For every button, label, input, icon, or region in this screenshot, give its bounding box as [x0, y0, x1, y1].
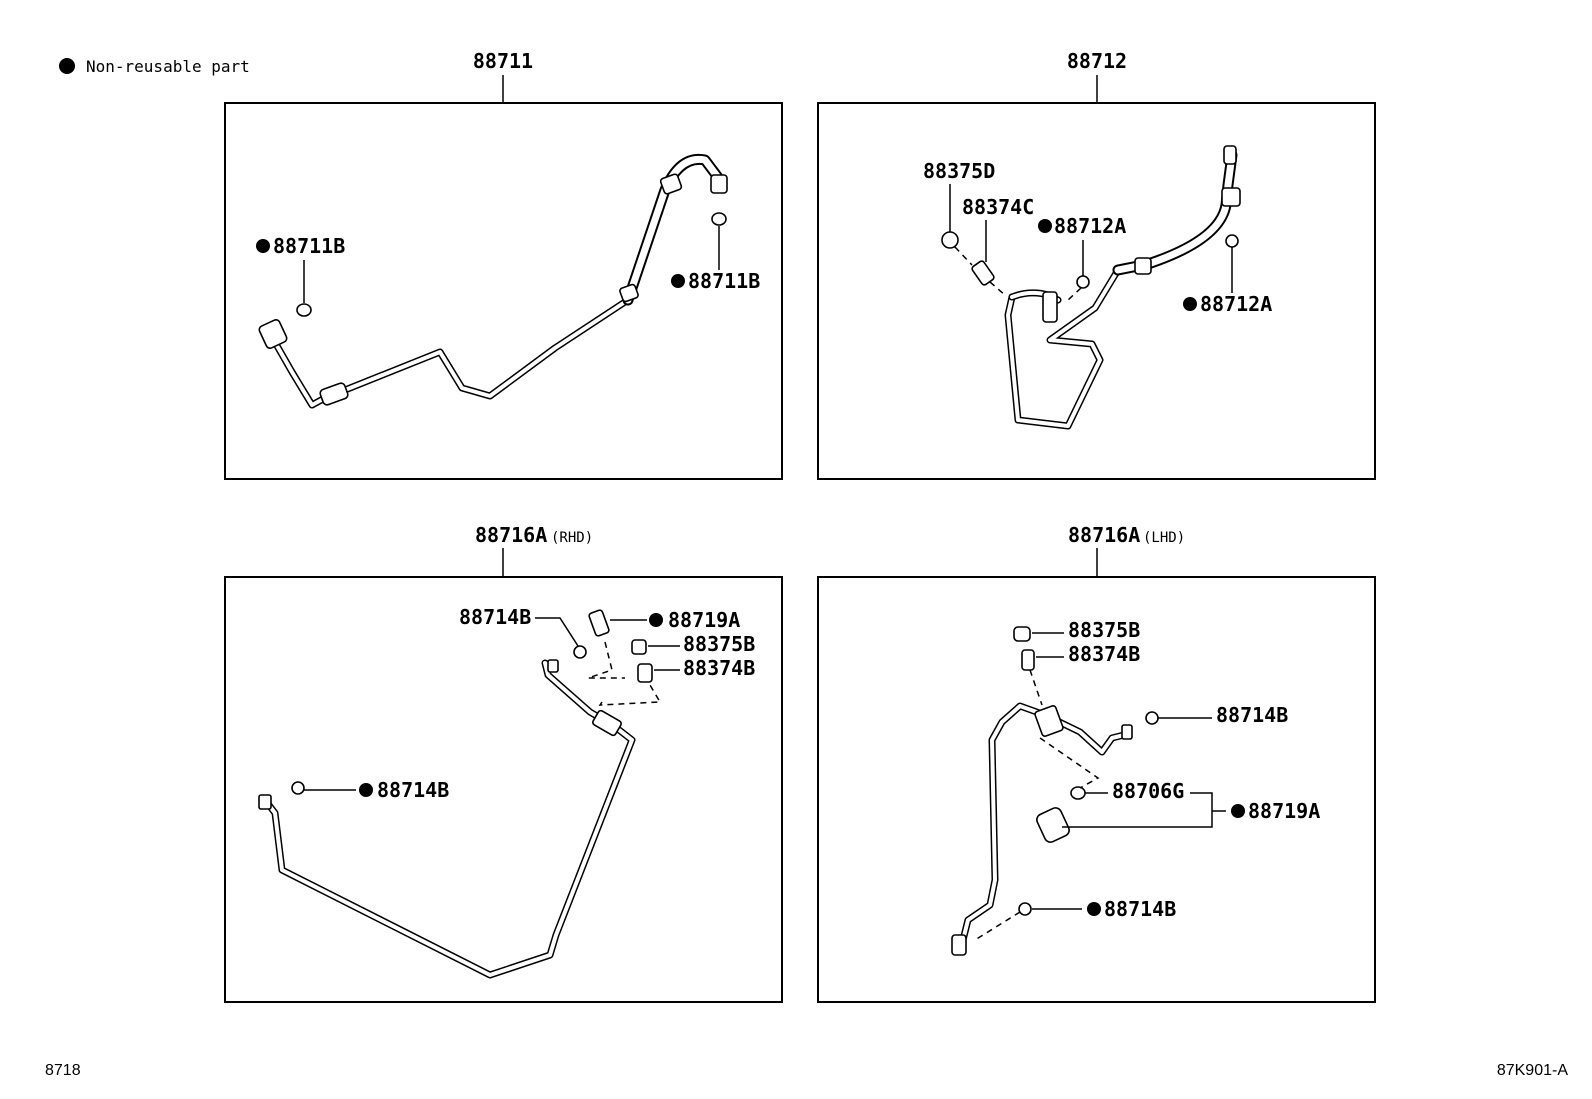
panel-title-88716A-lhd: 88716A: [1068, 523, 1140, 547]
pressure-switch-icon: [1036, 807, 1070, 843]
callout-88719A-rhd: 88719A: [668, 608, 740, 632]
callout-88714B-top: 88714B: [459, 605, 531, 629]
panel-suffix-rhd: (RHD): [551, 530, 593, 546]
non-reusable-marker-icon: [59, 58, 75, 74]
panel-88716A-lhd: 88716A (LHD) 88375B 88374B 88714B 88706G: [817, 523, 1376, 1003]
panel-88712: 88712 88375D 88374C 88712A: [817, 49, 1376, 480]
callout-88714B-lhd-bottom: 88714B: [1104, 897, 1176, 921]
o-ring-icon: [1225, 234, 1239, 248]
pipe-88711: [258, 153, 728, 409]
panel-suffix-lhd: (LHD): [1143, 530, 1185, 546]
non-reusable-marker-icon: [1183, 297, 1197, 311]
callout-88719A-lhd: 88719A: [1248, 799, 1320, 823]
callout-88711B-left: 88711B: [273, 234, 345, 258]
non-reusable-marker-icon: [649, 613, 663, 627]
panel-title-88712: 88712: [1067, 49, 1127, 73]
callout-88712A-mid: 88712A: [1054, 214, 1126, 238]
non-reusable-marker-icon: [256, 239, 270, 253]
o-ring-icon: [296, 303, 312, 317]
callout-88374B-lhd: 88374B: [1068, 642, 1140, 666]
pressure-switch-icon: [588, 609, 610, 637]
valve-cap-icon: [1013, 626, 1031, 642]
valve-cap-icon: [631, 639, 647, 655]
non-reusable-marker-icon: [1231, 804, 1245, 818]
callout-88712A-right: 88712A: [1200, 292, 1272, 316]
callout-88714B-lhd-top: 88714B: [1216, 703, 1288, 727]
legend-text: Non-reusable part: [86, 57, 250, 76]
valve-cap-icon: [941, 231, 959, 249]
valve-core-icon: [971, 260, 995, 286]
non-reusable-marker-icon: [1038, 219, 1052, 233]
panel-88711: 88711 88711B 88711B: [224, 49, 783, 480]
footer-right-code: 87K901-A: [1497, 1062, 1568, 1079]
non-reusable-marker-icon: [1087, 902, 1101, 916]
o-ring-icon: [1018, 902, 1032, 916]
o-ring-icon: [711, 212, 727, 226]
panel-frame-88716A-lhd: [817, 576, 1376, 1003]
footer-left-code: 8718: [45, 1062, 81, 1079]
callout-88375B-lhd: 88375B: [1068, 618, 1140, 642]
valve-core-icon: [1021, 649, 1035, 671]
callout-88711B-right: 88711B: [688, 269, 760, 293]
o-ring-icon: [291, 781, 305, 795]
callout-88706G: 88706G: [1112, 779, 1184, 803]
panel-title-88716A-rhd: 88716A: [475, 523, 547, 547]
panel-frame-88716A-rhd: [224, 576, 783, 1003]
callout-88375B-rhd: 88375B: [683, 632, 755, 656]
pipe-88712: [1004, 145, 1241, 430]
callout-88374C: 88374C: [962, 195, 1034, 219]
pipe-88716A-rhd: [258, 659, 636, 979]
non-reusable-marker-icon: [671, 274, 685, 288]
callout-88375D: 88375D: [923, 159, 995, 183]
valve-core-icon: [637, 663, 653, 683]
panel-frame-88712: [817, 102, 1376, 480]
pipe-88716A-lhd: [951, 702, 1133, 956]
o-ring-icon: [1145, 711, 1159, 725]
o-ring-icon: [573, 645, 587, 659]
panel-title-88711: 88711: [473, 49, 533, 73]
panel-frame-88711: [224, 102, 783, 480]
callout-88374B-rhd: 88374B: [683, 656, 755, 680]
o-ring-icon: [1076, 275, 1090, 289]
panel-88716A-rhd: 88716A (RHD) 88714B 88719A 88375B 88374B…: [224, 523, 783, 1003]
o-ring-icon: [1070, 786, 1086, 800]
callout-88714B-bottom: 88714B: [377, 778, 449, 802]
non-reusable-marker-icon: [359, 783, 373, 797]
